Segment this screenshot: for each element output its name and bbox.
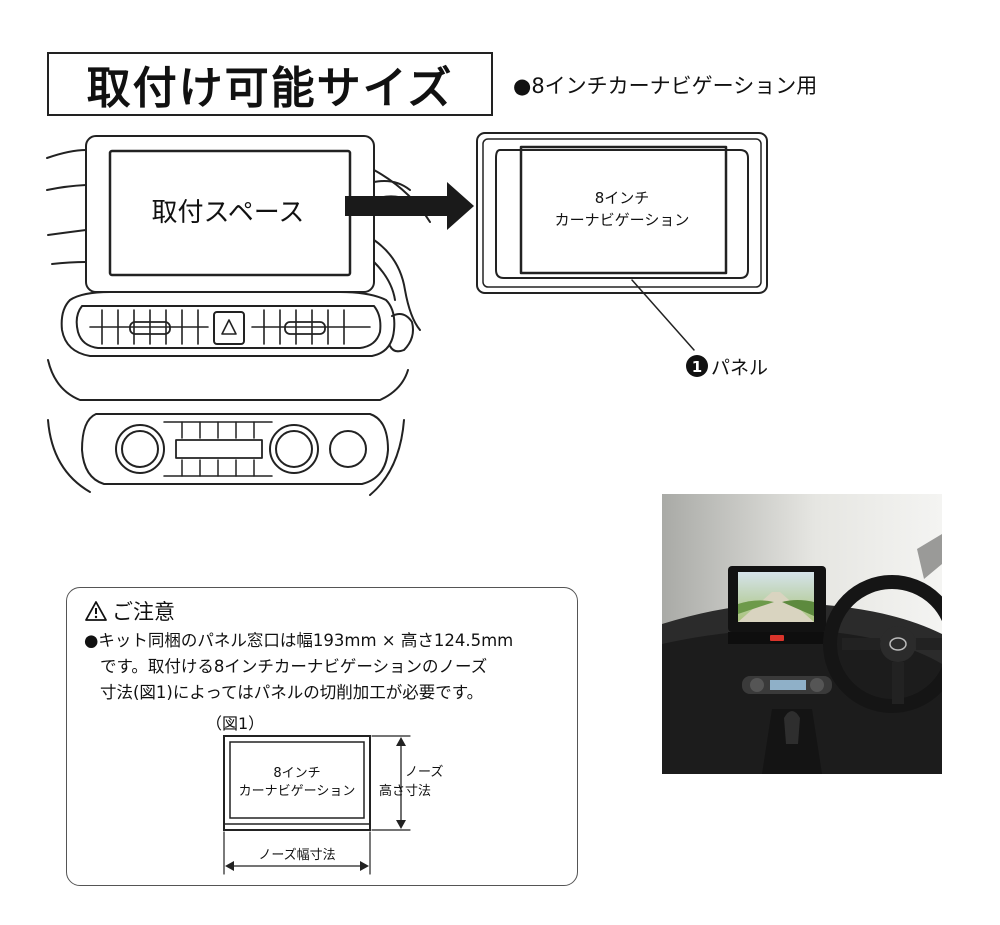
arrow-left-icon: [225, 861, 234, 871]
arrow-up-icon: [396, 737, 406, 746]
caution-box: [66, 587, 578, 886]
page-title: 取付け可能サイズ: [86, 63, 454, 114]
panel-number-badge: [686, 355, 708, 377]
figure-label: （図1）: [206, 714, 265, 733]
figure-navi-line2: カーナビゲーション: [239, 784, 356, 799]
mount-space-label: 取付スペース: [152, 198, 305, 228]
caution-text: ●キット同梱のパネル窓口は幅193mm × 高さ124.5mm です。取付ける8…: [84, 628, 572, 706]
navi-label-line2: カーナビゲーション: [555, 211, 690, 229]
arrow-down-icon: [396, 820, 406, 829]
arrow-right-small-icon: [360, 861, 369, 871]
nose-height-line2: 高さ寸法: [379, 783, 431, 799]
caution-heading: ご注意: [84, 596, 175, 626]
caution-line: です。取付ける8インチカーナビゲーションのノーズ: [100, 657, 488, 676]
warning-triangle-icon: [85, 601, 107, 621]
panel-label: パネル: [711, 357, 768, 379]
title-box: 取付け可能サイズ: [47, 52, 493, 116]
car-interior-photo: [662, 494, 942, 774]
arrow-right-icon: [345, 182, 474, 230]
caution-line: ●キット同梱のパネル窓口は幅193mm × 高さ124.5mm: [84, 631, 514, 650]
nose-height-line1: ノーズ: [405, 764, 443, 780]
caution-line: 寸法(図1)によってはパネルの切削加工が必要です。: [100, 683, 484, 702]
nose-width-label: ノーズ幅寸法: [258, 847, 335, 863]
navi-label-line1: 8インチ: [595, 189, 650, 207]
caution-title: ご注意: [112, 600, 175, 624]
figure-navi-line1: 8インチ: [273, 766, 320, 781]
panel-number: 1: [692, 358, 702, 376]
subtitle: ●8インチカーナビゲーション用: [513, 74, 818, 98]
